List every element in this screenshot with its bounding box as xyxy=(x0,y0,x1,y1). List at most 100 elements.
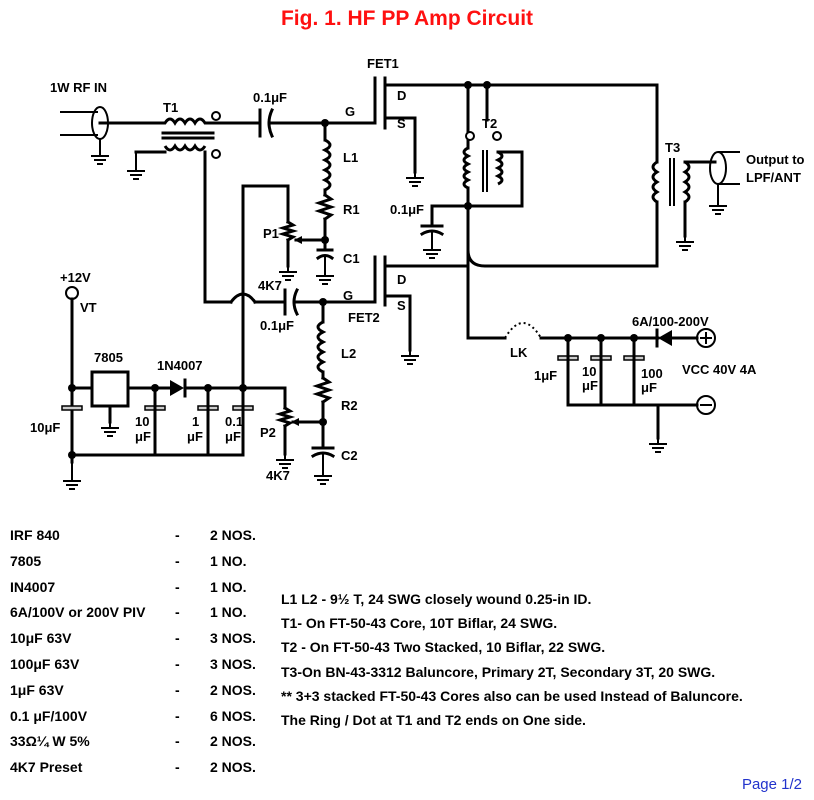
bom-dash: - xyxy=(175,527,180,543)
potentiometer-p2 xyxy=(241,386,325,469)
label-rf-in: 1W RF IN xyxy=(50,80,107,95)
bom-part: IN4007 xyxy=(10,578,56,595)
transformer-t3 xyxy=(651,158,717,268)
bom-part: 0.1 μF/100V xyxy=(10,707,88,724)
label-c-uf-g: μF xyxy=(641,380,657,395)
label-output-1: Output to xyxy=(746,152,805,167)
bom-qty: 1 NO. xyxy=(210,552,247,569)
label-r2: R2 xyxy=(341,398,358,413)
bom-qty: 1 NO. xyxy=(210,604,247,621)
bom-part: 10μF 63V xyxy=(10,630,72,647)
note-line: The Ring / Dot at T1 and T2 ends on One … xyxy=(281,711,586,728)
label-cap-in2: 0.1μF xyxy=(260,318,294,333)
fet2-transistor xyxy=(373,255,507,365)
label-c-1-c: 1 xyxy=(192,414,199,429)
label-c-10uf-a: 10μF xyxy=(30,420,60,435)
fet1-transistor xyxy=(373,76,470,187)
bom-part: 100μF 63V xyxy=(10,655,80,672)
label-p1: P1 xyxy=(263,226,279,241)
bom-dash: - xyxy=(175,604,180,621)
bom-qty: 2 NOS. xyxy=(210,759,256,776)
bom-qty: 6 NOS. xyxy=(210,707,256,724)
page-number: Page 1/2 xyxy=(741,776,802,793)
bom-qty: 3 NOS. xyxy=(210,655,256,672)
potentiometer-p1 xyxy=(241,184,327,390)
label-c-10-f: 10 xyxy=(582,364,596,379)
bom-row: 10μF 63V-3 NOS. xyxy=(10,630,290,656)
bom-dash: - xyxy=(175,707,180,724)
gate-network-1 xyxy=(314,119,336,285)
label-c-1uf-e: 1μF xyxy=(534,368,557,383)
label-vplus: +12V xyxy=(60,270,91,285)
note-line: T3-On BN-43-3312 Baluncore, Primary 2T, … xyxy=(281,663,716,680)
transformer-t1 xyxy=(126,111,221,304)
bom-part: 33Ω¼ W 5% xyxy=(10,733,90,750)
note-line: T2 - On FT-50-43 Two Stacked, 10 Biflar,… xyxy=(281,639,606,656)
label-reg: 7805 xyxy=(94,350,123,365)
bom-part: 1μF 63V xyxy=(10,681,64,698)
bom-row: 100μF 63V - 3 NOS. xyxy=(10,656,290,682)
label-diode: 1N4007 xyxy=(157,358,203,373)
bom-qty: 2 NOS. xyxy=(210,527,256,543)
note-line: L1 L2 - 9½ T, 24 SWG closely wound 0.25-… xyxy=(281,591,592,607)
label-lk: LK xyxy=(510,345,528,360)
bom-row: 4K7 Preset - 2 NOS. xyxy=(10,759,290,785)
bom-part: IRF 840 xyxy=(10,527,60,543)
label-c2: C2 xyxy=(341,448,358,463)
label-cap-in: 0.1μF xyxy=(253,90,287,105)
winding-notes: L1 L2 - 9½ T, 24 SWG closely wound 0.25-… xyxy=(281,591,811,736)
bom-qty: 2 NOS. xyxy=(210,733,256,750)
label-d2: D xyxy=(397,272,406,287)
label-l1: L1 xyxy=(343,150,358,165)
bom-row: IN4007 - 1 NO. xyxy=(10,579,290,605)
label-s1: S xyxy=(397,116,406,131)
bom-qty: 1 NO. xyxy=(210,578,247,595)
bom-dash: - xyxy=(175,655,180,672)
label-t2: T2 xyxy=(482,116,497,131)
circuit-schematic: 1W RF IN T1 0.1μF FET1 G D S L1 R1 C1 xyxy=(30,56,805,490)
label-c1: C1 xyxy=(343,251,360,266)
label-p2: P2 xyxy=(260,425,276,440)
bom-row: 1μF 63V-2 NOS. xyxy=(10,682,290,708)
label-l2: L2 xyxy=(341,346,356,361)
label-g1: G xyxy=(345,104,355,119)
label-p1-value: 4K7 xyxy=(258,278,282,293)
label-p2-value: 4K7 xyxy=(266,468,290,483)
label-t1: T1 xyxy=(163,100,178,115)
bom-part: 4K7 Preset xyxy=(10,759,83,776)
bom-qty: 2 NOS. xyxy=(210,681,256,698)
drain-bus-bottom xyxy=(466,248,659,268)
label-t3: T3 xyxy=(665,140,680,155)
bom-dash: - xyxy=(175,578,180,595)
label-vcc: VCC 40V 4A xyxy=(682,362,757,377)
transformer-t2 xyxy=(419,81,524,259)
bom-row: 7805 - 1 NO. xyxy=(10,553,290,579)
bom-dash: - xyxy=(175,733,180,750)
label-s2: S xyxy=(397,298,406,313)
main-supply xyxy=(504,322,716,453)
input-capacitor-2 xyxy=(203,287,377,317)
label-d1: D xyxy=(397,88,406,103)
note-line: T1- On FT-50-43 Core, 10T Biflar, 24 SWG… xyxy=(281,615,558,632)
label-fet1: FET1 xyxy=(367,56,399,71)
bias-supply xyxy=(61,286,254,490)
label-fuse-diode: 6A/100-200V xyxy=(632,314,709,329)
bom-row: 33Ω¼ W 5% - 2 NOS. xyxy=(10,733,290,759)
label-cap-drain: 0.1μF xyxy=(390,202,424,217)
label-c-uf-b: μF xyxy=(135,429,151,444)
bom-dash: - xyxy=(175,630,180,647)
label-output-2: LPF/ANT xyxy=(746,170,801,185)
bom-row: 6A/100V or 200V PIV-1 NO. xyxy=(10,604,290,630)
bom-part: 7805 xyxy=(10,552,42,569)
figure-title: Fig. 1. HF PP Amp Circuit xyxy=(280,7,534,30)
note-line: ** 3+3 stacked FT-50-43 Cores also can b… xyxy=(281,687,743,704)
label-fet2: FET2 xyxy=(348,310,380,325)
bill-of-materials: IRF 840 - 2 NOS. 7805 - 1 NO. IN4007 - 1 NO. 6… xyxy=(10,527,290,785)
label-vt: VT xyxy=(80,300,97,315)
bom-row: IRF 840 - 2 NOS. xyxy=(10,527,290,553)
bom-dash: - xyxy=(175,759,180,776)
bom-dash: - xyxy=(175,552,180,569)
label-c-uf-f: μF xyxy=(582,378,598,393)
label-r1: R1 xyxy=(343,202,360,217)
label-g2: G xyxy=(343,288,353,303)
